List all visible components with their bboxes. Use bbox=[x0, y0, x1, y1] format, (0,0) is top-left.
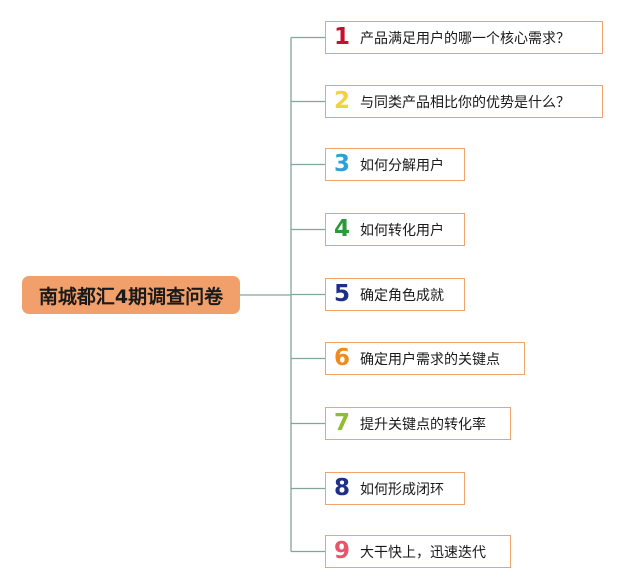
root-node[interactable]: 南城都汇4期调查问卷 bbox=[22, 276, 240, 314]
branch-label-8: 如何形成闭环 bbox=[360, 481, 444, 498]
branch-node-2[interactable]: 2 与同类产品相比你的优势是什么？ bbox=[325, 85, 603, 118]
branch-number-2: 2 bbox=[333, 88, 350, 114]
branch-node-4[interactable]: 4 如何转化用户 bbox=[325, 213, 465, 246]
branch-node-8[interactable]: 8 如何形成闭环 bbox=[325, 472, 465, 505]
root-label: 南城都汇4期调查问卷 bbox=[38, 285, 224, 308]
branch-number-1: 1 bbox=[333, 24, 350, 50]
branch-node-7[interactable]: 7 提升关键点的转化率 bbox=[325, 407, 511, 440]
branch-number-9: 9 bbox=[333, 538, 350, 564]
branch-label-4: 如何转化用户 bbox=[360, 222, 444, 239]
branch-number-3: 3 bbox=[333, 151, 350, 177]
branch-label-3: 如何分解用户 bbox=[360, 157, 444, 174]
branch-node-5[interactable]: 5 确定角色成就 bbox=[325, 278, 465, 311]
branch-label-6: 确定用户需求的关键点 bbox=[360, 351, 500, 368]
branch-number-4: 4 bbox=[333, 216, 350, 242]
branch-number-7: 7 bbox=[333, 410, 350, 436]
branch-node-1[interactable]: 1 产品满足用户的哪一个核心需求？ bbox=[325, 21, 603, 54]
branch-node-9[interactable]: 9 大干快上，迅速迭代 bbox=[325, 535, 511, 568]
branch-number-8: 8 bbox=[333, 475, 350, 501]
branch-node-3[interactable]: 3 如何分解用户 bbox=[325, 148, 465, 181]
branch-label-1: 产品满足用户的哪一个核心需求？ bbox=[360, 30, 570, 47]
branch-label-7: 提升关键点的转化率 bbox=[360, 416, 486, 433]
branch-number-5: 5 bbox=[333, 281, 350, 307]
branch-number-6: 6 bbox=[333, 345, 350, 371]
branch-node-6[interactable]: 6 确定用户需求的关键点 bbox=[325, 342, 525, 375]
branch-label-5: 确定角色成就 bbox=[360, 287, 444, 304]
branch-label-2: 与同类产品相比你的优势是什么？ bbox=[360, 94, 570, 111]
branch-label-9: 大干快上，迅速迭代 bbox=[360, 544, 486, 561]
